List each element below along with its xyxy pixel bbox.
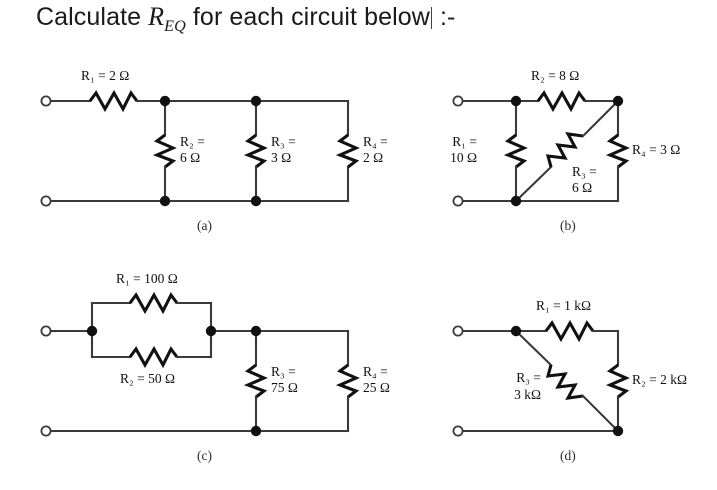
label-a-r3-line2: 3 Ω: [271, 150, 291, 165]
node-a-top-1: [159, 95, 171, 107]
label-d-r1: R₁ = 1 kΩ: [536, 298, 591, 313]
text-caret: [430, 7, 432, 29]
label-a-r2-line1: R₂ =: [180, 134, 205, 149]
node-c-top-r3: [250, 325, 262, 337]
label-b-r1-line1: R₁ =: [452, 134, 477, 149]
terminal-c-bottom: [40, 425, 52, 437]
label-a-r3-line1: R₃ =: [271, 134, 296, 149]
resistor-c-r1: [128, 291, 179, 315]
node-c-mid: [205, 325, 217, 337]
circuit-a: R₁ = 2 Ω R₂ = 6 Ω R₃ = 3 Ω R₄ = 2 Ω (a): [40, 68, 388, 233]
node-b-bottom-left: [510, 195, 522, 207]
title-symbol-req: REQ: [148, 2, 186, 36]
label-b-r3-line2: 6 Ω: [572, 180, 592, 195]
label-b-r2: R₂ = 8 Ω: [531, 68, 579, 83]
label-d-r3-line1: R₃ =: [516, 370, 541, 385]
label-a-r4-line2: 2 Ω: [363, 150, 383, 165]
node-d-top-left: [510, 325, 522, 337]
label-b-r4: R₄ = 3 Ω: [632, 142, 680, 157]
title-tail: :-: [432, 3, 456, 31]
terminal-a-bottom: [40, 195, 52, 207]
resistor-d-r1: [544, 319, 595, 343]
circuit-d: R₁ = 1 kΩ R₂ = 2 kΩ R₃ = 3 kΩ (d): [452, 298, 687, 463]
wire-d-r3-upper: [514, 329, 553, 367]
label-c-r2: R₂ = 50 Ω: [120, 371, 175, 386]
label-c-r3-line1: R₃ =: [271, 364, 296, 379]
node-a-bottom-2: [250, 195, 262, 207]
node-c-left: [86, 325, 98, 337]
label-a-r1: R₁ = 2 Ω: [81, 68, 129, 83]
terminal-b-bottom: [452, 195, 464, 207]
node-c-bottom-r3: [250, 425, 262, 437]
resistor-b-r4: [605, 133, 630, 169]
wire-b-r3-upper: [581, 99, 620, 138]
title-suffix: for each circuit below: [185, 3, 430, 31]
resistor-a-r3: [243, 133, 268, 169]
node-b-top-right: [612, 95, 624, 107]
label-c-r3-line2: 75 Ω: [271, 380, 298, 395]
resistor-a-r1: [88, 89, 139, 113]
terminal-d-bottom: [452, 425, 464, 437]
resistor-b-r1: [503, 133, 528, 169]
label-b-r3-line1: R₃ =: [572, 164, 597, 179]
caption-b: (b): [560, 218, 576, 233]
label-c-r4-line2: 25 Ω: [363, 380, 390, 395]
title-prefix: Calculate: [36, 3, 149, 31]
wire-d-r3-lower: [581, 394, 620, 433]
caption-a: (a): [197, 218, 212, 233]
wire-b-r3-lower: [514, 165, 553, 203]
resistor-c-r4: [335, 363, 360, 399]
resistor-c-r3: [243, 363, 268, 399]
node-b-top-left: [510, 95, 522, 107]
terminal-b-top: [452, 95, 464, 107]
label-d-r3-line2: 3 kΩ: [514, 387, 541, 402]
resistor-d-r2: [605, 363, 630, 399]
label-c-r1: R₁ = 100 Ω: [116, 271, 178, 286]
label-b-r1-line2: 10 Ω: [450, 150, 477, 165]
circuit-b: R₁ = 10 Ω R₂ = 8 Ω R₃ = 6 Ω R₄ = 3 Ω (b): [450, 68, 680, 233]
resistor-c-r2: [128, 345, 179, 369]
terminal-c-top: [40, 325, 52, 337]
node-d-bottom-right: [612, 425, 624, 437]
page-title: Calculate REQ for each circuit below :-: [36, 2, 455, 36]
circuit-c: R₁ = 100 Ω R₂ = 50 Ω R₃ = 75 Ω R₄ = 25 Ω…: [40, 271, 390, 463]
terminal-a-top: [40, 95, 52, 107]
resistor-a-r2: [152, 133, 177, 169]
resistor-b-r2: [536, 89, 587, 113]
label-c-r4-line1: R₄ =: [363, 364, 388, 379]
node-a-top-2: [250, 95, 262, 107]
label-d-r2: R₂ = 2 kΩ: [632, 372, 687, 387]
terminal-d-top: [452, 325, 464, 337]
caption-d: (d): [560, 448, 576, 463]
node-a-bottom-1: [159, 195, 171, 207]
label-a-r2-line2: 6 Ω: [180, 150, 200, 165]
resistor-b-r3: [545, 132, 584, 168]
label-a-r4-line1: R₄ =: [363, 134, 388, 149]
caption-c: (c): [197, 448, 212, 463]
resistor-a-r4: [335, 133, 360, 169]
resistor-d-r3: [545, 364, 584, 400]
